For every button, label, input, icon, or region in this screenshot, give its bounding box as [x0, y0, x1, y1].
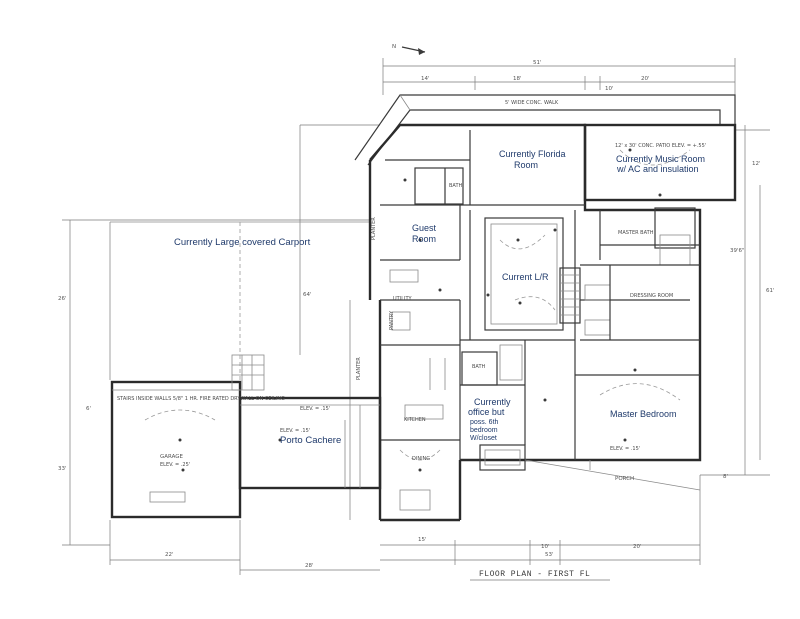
stairs-note-label: STAIRS INSIDE WALLS 5/8" 1 HR. FIRE RATE…	[117, 396, 285, 402]
bath2-label: BATH	[472, 364, 486, 370]
carport-annotation: Currently Large covered Carport	[174, 237, 311, 248]
north-arrow: N	[392, 44, 426, 55]
dimension-lines	[62, 58, 770, 575]
porch-label: PORCH	[615, 476, 634, 482]
plan-title-text: FLOOR PLAN - FIRST FL	[479, 570, 590, 579]
garage-label: GARAGE	[160, 454, 184, 460]
living-room-annotation: Current L/R	[502, 272, 549, 282]
master-bath-label: MASTER BATH	[618, 230, 654, 236]
room-annotations: Currently Large covered Carport Currentl…	[174, 149, 705, 446]
north-label: N	[392, 44, 396, 50]
dim-10: 10'	[605, 86, 614, 92]
bath-label: BATH	[449, 183, 463, 189]
kitchen-label: KITCHEN	[404, 417, 426, 423]
dim-39: 39'6"	[730, 248, 745, 254]
dim-22: 22'	[165, 552, 174, 558]
dim-10b: 10'	[541, 544, 550, 550]
dining-label: DINING	[412, 456, 430, 462]
office-annotation-line1: Currently	[474, 397, 511, 407]
dim-15: 15'	[418, 537, 427, 543]
master-bedroom-annotation: Master Bedroom	[610, 409, 677, 419]
dim-53: 53'	[545, 552, 554, 558]
dim-8: 8'	[723, 474, 728, 480]
electrical-symbols	[144, 148, 691, 472]
music-room-annotation-line2: w/ AC and insulation	[616, 164, 699, 174]
dim-18: 18'	[513, 76, 522, 82]
dim-64: 64'	[303, 292, 312, 298]
guest-room-annotation-line2: Room	[412, 234, 436, 244]
dimension-labels: 51' 14' 18' 20' 10' 22' 28' 15' 10' 20' …	[58, 60, 775, 569]
dim-12: 12'	[752, 161, 761, 167]
office-annotation-line2: office but	[468, 407, 505, 417]
florida-room-annotation-line1: Currently Florida	[499, 149, 566, 159]
office-annotation-line4: bedroom	[470, 427, 498, 434]
porto-cachere-annotation: Porto Cachere	[280, 435, 341, 446]
interior-walls	[380, 130, 701, 511]
porto-cachere	[238, 396, 382, 490]
planter-label-2: PLANTER	[371, 217, 377, 240]
carport-outline	[109, 221, 370, 380]
dim-61: 61'	[766, 288, 775, 294]
guest-room-annotation-line1: Guest	[412, 223, 437, 233]
dim-6: 6'	[86, 406, 91, 412]
garage-elev-label: ELEV. = .25'	[160, 462, 190, 468]
master-bedroom-elev-label: ELEV. = .15'	[610, 446, 640, 452]
dim-28: 28'	[305, 563, 314, 569]
florida-room-annotation-line2: Room	[514, 160, 538, 170]
utility-label: UTILITY	[393, 296, 413, 302]
dim-20b: 20'	[633, 544, 642, 550]
dim-20: 20'	[641, 76, 650, 82]
porto-elev-label: ELEV. = .15'	[300, 406, 330, 412]
patio-label: 12' x 30' CONC. PATIO ELEV. = +.55'	[615, 143, 706, 149]
planter-label: PLANTER	[356, 357, 362, 380]
office-annotation-line3: poss. 6th	[470, 419, 499, 426]
pantry-label: PANTRY	[389, 310, 395, 330]
porto-elev-label-2: ELEV. = .15'	[280, 428, 310, 434]
dim-14: 14'	[421, 76, 430, 82]
dim-26: 26'	[58, 296, 67, 302]
dressing-room-label: DRESSING ROOM	[630, 293, 673, 299]
stairs	[559, 267, 581, 324]
plan-title: FLOOR PLAN - FIRST FL	[470, 570, 610, 581]
music-room-annotation-line1: Currently Music Room	[616, 154, 705, 164]
plan-labels: 5' WIDE CONC. WALK 12' x 30' CONC. PATIO…	[117, 100, 706, 482]
dim-51: 51'	[533, 60, 542, 66]
dim-33: 33'	[58, 466, 67, 472]
walk-label: 5' WIDE CONC. WALK	[505, 100, 559, 106]
office-annotation-line5: W/closet	[470, 435, 497, 442]
